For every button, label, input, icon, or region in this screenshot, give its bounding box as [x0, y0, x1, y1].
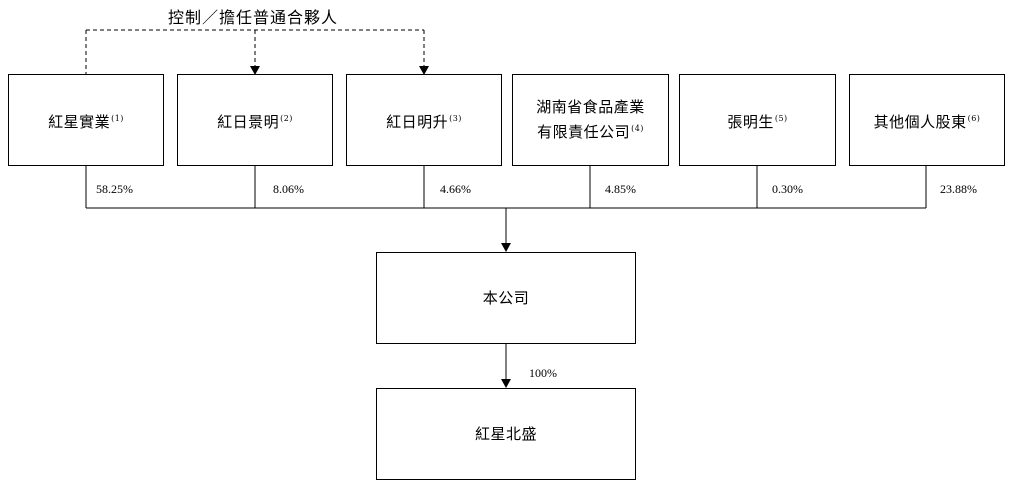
shareholder-box-other-individuals: 其他個人股東(6) — [849, 74, 1005, 166]
footnote-marker: (3) — [449, 113, 462, 123]
shareholder-name-line1: 湖南省食品產業 — [536, 98, 645, 116]
arrow-to-subsidiary — [501, 379, 511, 388]
pct-hongxing-shiye: 58.25% — [96, 182, 133, 196]
shareholder-box-hongri-jingming: 紅日景明(2) — [177, 74, 333, 166]
footnote-marker: (1) — [111, 113, 124, 123]
shareholder-name: 其他個人股東 — [873, 112, 967, 131]
pct-hongri-mingsheng: 4.66% — [440, 182, 471, 196]
arrow-to-hongri-jingming — [250, 66, 260, 75]
control-gp-label: 控制／擔任普通合夥人 — [168, 8, 339, 27]
control-dashed-lines — [85, 29, 425, 74]
footnote-marker: (4) — [631, 124, 644, 133]
footnote-marker: (2) — [280, 113, 293, 123]
subsidiary-name: 紅星北盛 — [474, 424, 537, 443]
footnote-marker: (5) — [774, 113, 788, 123]
shareholder-name-line2: 有限責任公司 — [537, 123, 631, 141]
pct-subsidiary: 100% — [529, 366, 557, 380]
shareholder-name: 紅日景明 — [217, 112, 280, 131]
shareholder-box-hunan-food: 湖南省食品產業有限責任公司(4) — [512, 74, 669, 166]
shareholder-name: 張明生 — [727, 112, 774, 131]
pct-hunan-food: 4.85% — [605, 182, 636, 196]
company-box: 本公司 — [376, 252, 636, 344]
arrow-to-company — [501, 243, 511, 252]
shareholder-box-hongxing-shiye: 紅星實業(1) — [8, 74, 164, 166]
shareholder-name: 紅日明升 — [386, 112, 449, 131]
shareholder-name: 紅星實業 — [48, 112, 111, 131]
shareholder-box-hongri-mingsheng: 紅日明升(3) — [346, 74, 502, 166]
footnote-marker: (6) — [967, 113, 981, 123]
subsidiary-box: 紅星北盛 — [376, 388, 636, 480]
pct-other-individuals: 23.88% — [940, 182, 977, 196]
company-name: 本公司 — [482, 288, 530, 307]
pct-zhang-mingsheng: 0.30% — [772, 182, 803, 196]
shareholder-box-zhang-mingsheng: 張明生(5) — [679, 74, 836, 166]
shareholding-lines — [85, 165, 927, 379]
pct-hongri-jingming: 8.06% — [273, 182, 304, 196]
arrow-to-hongri-mingsheng — [419, 66, 429, 75]
